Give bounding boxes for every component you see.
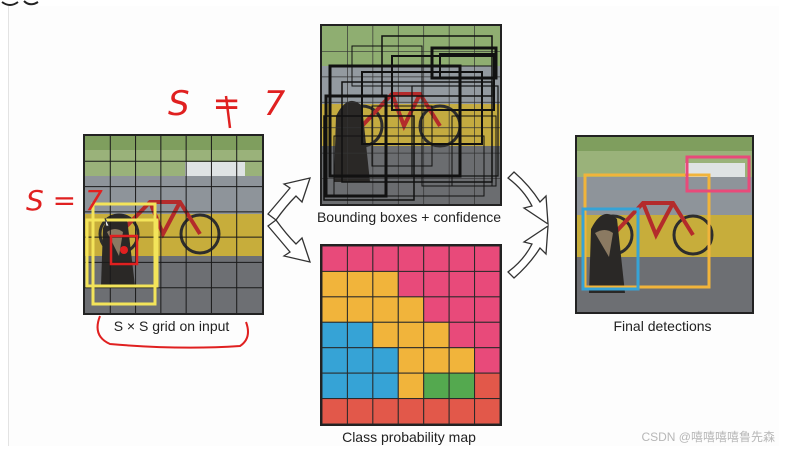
class-cell xyxy=(322,398,348,424)
class-cell xyxy=(448,296,476,323)
class-cell xyxy=(372,372,399,400)
class-cell xyxy=(448,321,476,349)
class-cell xyxy=(346,270,374,298)
class-cell xyxy=(423,296,450,323)
class-probability-panel xyxy=(320,244,502,426)
class-cell xyxy=(322,321,348,349)
class-cell xyxy=(372,270,399,298)
grid-input-caption: S × S grid on input xyxy=(113,318,230,334)
final-detections-panel xyxy=(575,135,754,314)
class-cell xyxy=(322,270,348,298)
grid-overlay xyxy=(85,136,262,313)
bounding-boxes-panel xyxy=(320,24,502,206)
class-cell xyxy=(397,372,425,400)
class-cell xyxy=(322,296,348,323)
class-cell xyxy=(448,372,476,400)
class-cell xyxy=(346,347,374,374)
class-cell xyxy=(372,398,399,424)
class-cell xyxy=(448,246,476,272)
class-cell xyxy=(474,347,500,374)
class-cell xyxy=(397,246,425,272)
watermark: CSDN @嘻嘻嘻嘻鲁先森 xyxy=(641,430,775,444)
class-cell xyxy=(322,347,348,374)
class-cell xyxy=(474,372,500,400)
class-cell xyxy=(322,246,348,272)
predicted-box xyxy=(323,115,415,201)
class-cell xyxy=(423,372,450,400)
class-map-grid xyxy=(322,246,500,424)
predicted-box xyxy=(333,135,485,197)
class-cell xyxy=(423,270,450,298)
predicted-box xyxy=(430,46,498,80)
class-cell xyxy=(474,270,500,298)
final-detections-caption: Final detections xyxy=(613,318,712,334)
class-cell xyxy=(423,246,450,272)
class-cell xyxy=(423,347,450,374)
class-cell xyxy=(474,398,500,424)
class-cell xyxy=(474,246,500,272)
predicted-box xyxy=(451,115,497,187)
bounding-boxes-caption: Bounding boxes + confidence xyxy=(316,209,502,225)
class-cell xyxy=(474,321,500,349)
predicted-box xyxy=(324,94,388,198)
class-cell xyxy=(372,246,399,272)
dog-bicycle-photo xyxy=(577,137,752,312)
class-cell xyxy=(448,347,476,374)
class-cell xyxy=(346,321,374,349)
class-cell xyxy=(346,296,374,323)
class-cell xyxy=(474,296,500,323)
detection-boxes xyxy=(581,155,751,291)
class-cell xyxy=(372,321,399,349)
predicted-box xyxy=(391,55,495,111)
class-cell xyxy=(397,270,425,298)
predicted-box xyxy=(371,105,433,167)
class-cell xyxy=(397,398,425,424)
class-cell xyxy=(346,372,374,400)
class-cell xyxy=(423,321,450,349)
grid-input-panel xyxy=(83,134,264,315)
bbox-overlay xyxy=(322,26,500,204)
class-cell xyxy=(423,398,450,424)
class-cell xyxy=(448,270,476,298)
top-edge-mark xyxy=(1,0,39,6)
class-cell xyxy=(397,347,425,374)
highlight-boxes xyxy=(85,202,159,306)
class-cell xyxy=(397,321,425,349)
class-cell xyxy=(397,296,425,323)
class-cell xyxy=(346,398,374,424)
s-equals-7-top: S = 7 xyxy=(168,84,292,124)
class-cell xyxy=(372,296,399,323)
class-cell xyxy=(372,347,399,374)
class-probability-caption: Class probability map xyxy=(342,429,476,445)
class-cell xyxy=(448,398,476,424)
predicted-box xyxy=(411,85,499,177)
class-cell xyxy=(322,372,348,400)
s-equals-7-left: S = 7 xyxy=(26,184,103,217)
class-cell xyxy=(346,246,374,272)
predicted-box xyxy=(328,64,462,178)
